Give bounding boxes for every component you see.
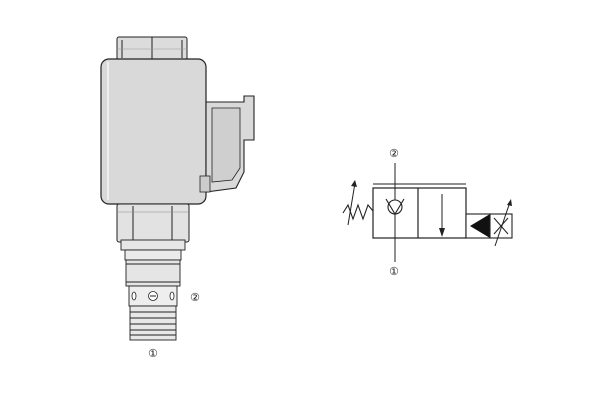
electrical-connector (199, 95, 255, 193)
check-valve-symbol (385, 188, 405, 238)
valve-port-2-label: ② (190, 291, 200, 304)
flow-arrow (439, 194, 445, 237)
lower-hex-nut (116, 203, 190, 251)
symbol-port-1-label: ① (389, 265, 399, 278)
top-hex-nut (116, 36, 188, 62)
hydraulic-symbol: ② ① (342, 147, 513, 278)
valve-envelope (372, 183, 467, 239)
solenoid-coil (100, 58, 207, 205)
seal-grooves (129, 305, 177, 341)
symbol-port-2-label: ② (389, 147, 399, 160)
solenoid-actuator-symbol (465, 199, 513, 247)
cartridge-valve-drawing: ② ① (100, 36, 255, 360)
cartridge-sleeve (124, 249, 182, 307)
adjustable-spring-symbol (342, 180, 374, 226)
valve-port-1-label: ① (148, 347, 158, 360)
